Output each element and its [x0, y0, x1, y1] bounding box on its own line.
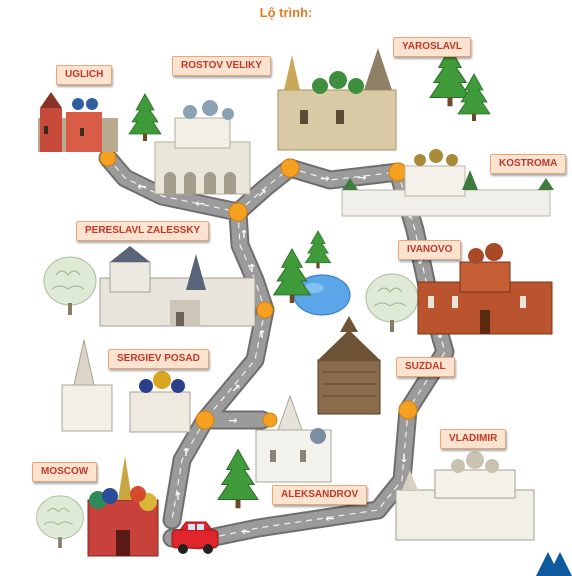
- svg-text:↓: ↓: [399, 452, 408, 465]
- svg-text:↑: ↑: [173, 490, 182, 503]
- rostov-kremlin-icon: [154, 100, 251, 195]
- car-icon: [171, 521, 219, 554]
- kostroma-monastery-icon: [341, 149, 554, 217]
- moscow-st-basil-icon: [87, 456, 159, 557]
- svg-text:→: →: [228, 414, 237, 427]
- svg-text:←: ←: [195, 197, 204, 210]
- sergiev-posad-monastery-icon: [61, 339, 191, 433]
- svg-text:→: →: [357, 171, 366, 184]
- svg-text:←: ←: [241, 525, 250, 538]
- svg-text:↑: ↑: [181, 446, 190, 459]
- vladimir-cathedral-icon: [395, 451, 535, 541]
- yaroslavl-church-icon: [277, 48, 397, 151]
- city-label-uglich: UGLICH: [56, 65, 113, 85]
- city-label-ivanovo: IVANOVO: [398, 240, 462, 260]
- svg-text:←: ←: [137, 180, 146, 193]
- city-label-aleksandrov: ALEKSANDROV: [272, 485, 368, 505]
- city-label-vladimir: VLADIMIR: [440, 429, 507, 449]
- svg-text:↑: ↑: [247, 262, 256, 275]
- city-label-sergiev: SERGIEV POSAD: [108, 349, 209, 369]
- map-title: Lộ trình:: [259, 5, 313, 20]
- svg-text:↑: ↑: [257, 328, 266, 341]
- ivanovo-church-icon: [417, 243, 553, 335]
- svg-text:↗: ↗: [257, 187, 266, 200]
- svg-text:←: ←: [325, 512, 334, 525]
- aleksandrov-church-icon: [255, 394, 332, 483]
- lake-icon: [293, 274, 351, 316]
- uglich-kremlin-icon: [38, 92, 118, 152]
- svg-text:↑: ↑: [239, 228, 248, 241]
- pereslavl-church-icon: [99, 246, 256, 327]
- svg-text:↓: ↓: [415, 254, 424, 267]
- city-label-yaroslavl: YAROSLAVL: [393, 37, 472, 57]
- city-label-rostov: ROSTOV VELIKY: [172, 56, 271, 76]
- svg-text:→: →: [320, 172, 329, 185]
- svg-text:↗: ↗: [231, 382, 240, 395]
- city-label-kostroma: KOSTROMA: [490, 154, 567, 174]
- city-label-moscow: MOSCOW: [32, 462, 98, 482]
- city-label-pereslavl: PERESLAVL ZALESSKY: [76, 221, 210, 241]
- city-label-suzdal: SUZDAL: [396, 357, 455, 377]
- suzdal-wooden-church-icon: [317, 316, 381, 415]
- logo-icon: [536, 552, 572, 576]
